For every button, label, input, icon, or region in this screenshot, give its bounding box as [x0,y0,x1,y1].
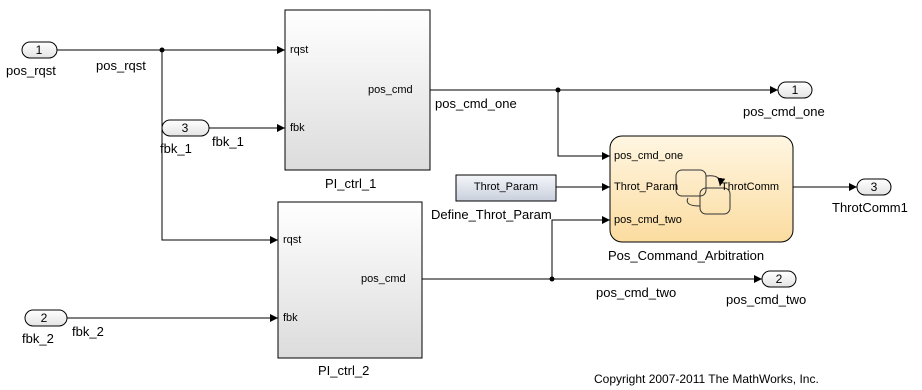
pi-ctrl-1-output-pos-cmd: pos_cmd [368,84,413,96]
branch-point-pos-cmd-two [549,276,555,282]
outport-throtcomm1-number: 3 [870,180,878,194]
copyright-text: Copyright 2007-2011 The MathWorks, Inc. [594,372,819,386]
chart-output-throtcomm: ThrotComm [721,181,780,193]
signal-label-fbk-2: fbk_2 [72,324,104,339]
signal-label-pos-cmd-two: pos_cmd_two [596,285,677,300]
inport-pos-rqst[interactable] [21,41,58,59]
outport-throtcomm1[interactable] [856,178,892,196]
constant-block-name: Define_Throt_Param [431,207,552,222]
subsystem-pi-ctrl-1[interactable] [284,9,431,171]
chart-input-pos-cmd-two: pos_cmd_two [614,214,682,226]
subsystem-pi-ctrl-1-name: PI_ctrl_1 [325,176,377,191]
pi-ctrl-2-input-fbk: fbk [283,312,298,324]
inport-fbk-2-number: 2 [40,311,48,325]
signal-line-pos-rqst-to-pi2 [161,50,278,244]
pi-ctrl-2-input-rqst: rqst [283,234,302,246]
subsystem-pi-ctrl-2[interactable] [277,201,423,359]
chart-input-pos-cmd-one: pos_cmd_one [614,150,684,162]
inport-pos-rqst-number: 1 [35,43,43,57]
inport-fbk-1-number: 3 [181,121,189,135]
outport-pos-cmd-one-number: 1 [791,83,799,97]
signal-line-pos-cmd-two-branch [551,216,610,279]
constant-block-throt-param[interactable] [455,174,557,202]
pi-ctrl-2-output-pos-cmd: pos_cmd [361,273,406,285]
subsystem-pi-ctrl-2-name: PI_ctrl_2 [318,363,370,378]
chart-input-throt-param: Throt_Param [614,181,679,193]
signal-label-pos-rqst: pos_rqst [96,58,146,73]
chart-icon [675,169,731,215]
inport-fbk-2-name: fbk_2 [22,331,54,346]
signal-label-fbk-1: fbk_1 [212,134,244,149]
inport-fbk-1[interactable] [161,119,210,137]
outport-pos-cmd-two[interactable] [761,270,797,288]
inport-fbk-2[interactable] [24,309,68,327]
outport-pos-cmd-one[interactable] [777,81,813,99]
branch-point-pos-cmd-one [555,87,561,93]
outport-pos-cmd-two-number: 2 [775,272,783,286]
outport-pos-cmd-one-name: pos_cmd_one [743,104,825,119]
pi-ctrl-1-input-fbk: fbk [290,122,305,134]
pi-ctrl-1-input-rqst: rqst [290,44,309,56]
inport-fbk-1-name: fbk_1 [160,141,192,156]
chart-name: Pos_Command_Arbitration [608,248,765,263]
signal-line-pos-cmd-one-branch [557,90,610,160]
chart-pos-command-arbitration[interactable] [609,135,794,243]
outport-throtcomm1-name: ThrotComm1 [832,200,908,215]
branch-point-pos-rqst [159,47,165,53]
outport-pos-cmd-two-name: pos_cmd_two [726,292,807,307]
inport-pos-rqst-name: pos_rqst [6,63,56,78]
signal-label-pos-cmd-one: pos_cmd_one [435,96,517,111]
constant-block-value: Throt_Param [473,181,539,193]
